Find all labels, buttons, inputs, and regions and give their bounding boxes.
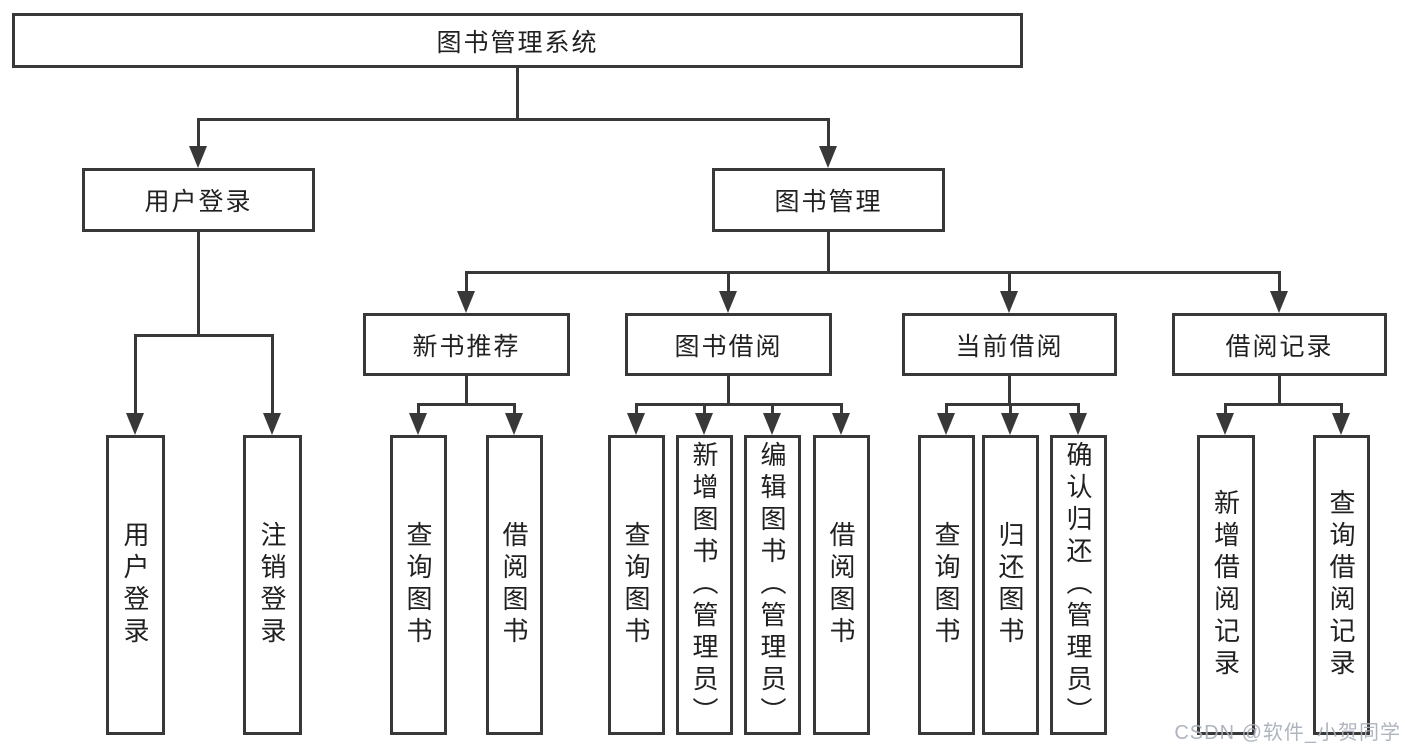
connector-line	[827, 118, 830, 148]
leaf-current-return-books-label: 归还图书	[995, 521, 1025, 649]
connector-line	[1077, 403, 1080, 417]
connector-line	[1224, 403, 1227, 417]
connector-line	[635, 403, 638, 417]
leaf-newbook-borrow-books-label: 借阅图书	[499, 521, 529, 649]
connector-line	[945, 403, 948, 417]
arrowhead-down-icon	[409, 413, 427, 435]
leaf-borrow-borrow-books-label: 借阅图书	[826, 521, 856, 649]
connector-line	[1009, 403, 1012, 417]
leaf-newbook-borrow-books-box: 借阅图书	[486, 435, 543, 735]
arrowhead-down-icon	[505, 413, 523, 435]
arrowhead-down-icon	[126, 413, 144, 435]
connector-line	[197, 118, 830, 121]
current-borrowing-label: 当前借阅	[955, 332, 1064, 361]
arrowhead-down-icon	[1000, 291, 1018, 313]
connector-line	[465, 376, 468, 406]
arrowhead-down-icon	[819, 146, 837, 168]
connector-line	[727, 376, 730, 406]
leaf-records-add-record-box: 新增借阅记录	[1197, 435, 1255, 735]
arrowhead-down-icon	[627, 413, 645, 435]
connector-line	[516, 68, 519, 121]
arrowhead-down-icon	[1001, 413, 1019, 435]
current-borrowing-box: 当前借阅	[902, 313, 1117, 376]
leaf-current-return-books-box: 归还图书	[982, 435, 1039, 735]
arrowhead-down-icon	[695, 413, 713, 435]
new-book-recommend-box: 新书推荐	[363, 313, 570, 376]
connector-line	[513, 403, 516, 417]
connector-line	[1008, 376, 1011, 406]
connector-line	[465, 271, 468, 295]
arrowhead-down-icon	[1069, 413, 1087, 435]
leaf-borrow-query-books-label: 查询图书	[621, 521, 651, 649]
arrowhead-down-icon	[719, 291, 737, 313]
connector-line	[1008, 271, 1011, 295]
user-login-label: 用户登录	[144, 188, 253, 216]
leaf-borrow-borrow-books-box: 借阅图书	[813, 435, 870, 735]
arrowhead-down-icon	[1332, 413, 1350, 435]
leaf-logout-label: 注销登录	[257, 521, 287, 649]
book-management-box: 图书管理	[712, 168, 945, 232]
connector-line	[417, 403, 516, 406]
connector-line	[945, 403, 1080, 406]
connector-line	[271, 334, 274, 416]
connector-line	[1224, 403, 1343, 406]
connector-line	[727, 271, 730, 295]
arrowhead-down-icon	[457, 291, 475, 313]
book-management-label: 图书管理	[774, 188, 883, 216]
borrowing-records-box: 借阅记录	[1172, 313, 1387, 376]
connector-line	[197, 118, 200, 148]
leaf-current-confirm-return-admin-box: 确认归还（管理员）	[1050, 435, 1107, 735]
arrowhead-down-icon	[937, 413, 955, 435]
watermark-text: CSDN @软件_小贺同学	[1174, 722, 1401, 744]
arrowhead-down-icon	[263, 413, 281, 435]
arrowhead-down-icon	[189, 146, 207, 168]
root-label: 图书管理系统	[436, 28, 599, 57]
leaf-borrow-add-books-admin-label: 新增图书（管理员）	[689, 441, 719, 729]
connector-line	[465, 271, 1281, 274]
connector-line	[134, 334, 274, 337]
book-borrowing-box: 图书借阅	[625, 313, 832, 376]
connector-line	[703, 403, 706, 417]
leaf-user-login-label: 用户登录	[120, 521, 150, 649]
leaf-user-login-box: 用户登录	[106, 435, 165, 735]
leaf-records-add-record-label: 新增借阅记录	[1210, 489, 1241, 681]
leaf-records-query-record-box: 查询借阅记录	[1313, 435, 1370, 735]
connector-line	[134, 334, 137, 416]
connector-line	[1340, 403, 1343, 417]
leaf-borrow-edit-books-admin-box: 编辑图书（管理员）	[744, 435, 801, 735]
leaf-current-query-books-label: 查询图书	[931, 521, 961, 649]
leaf-records-query-record-label: 查询借阅记录	[1326, 489, 1356, 681]
connector-line	[1278, 271, 1281, 295]
leaf-current-query-books-box: 查询图书	[918, 435, 975, 735]
book-borrowing-label: 图书借阅	[674, 332, 783, 361]
connector-line	[417, 403, 420, 417]
connector-line	[197, 232, 200, 336]
arrowhead-down-icon	[1216, 413, 1234, 435]
connector-line	[840, 403, 843, 417]
leaf-current-confirm-return-admin-label: 确认归还（管理员）	[1063, 441, 1093, 729]
arrowhead-down-icon	[1270, 291, 1288, 313]
root-box: 图书管理系统	[12, 13, 1023, 68]
leaf-borrow-add-books-admin-box: 新增图书（管理员）	[676, 435, 733, 735]
leaf-borrow-edit-books-admin-label: 编辑图书（管理员）	[757, 441, 787, 729]
connector-line	[1278, 376, 1281, 406]
leaf-newbook-query-books-box: 查询图书	[390, 435, 447, 735]
leaf-newbook-query-books-label: 查询图书	[403, 521, 433, 649]
leaf-borrow-query-books-box: 查询图书	[608, 435, 665, 735]
connector-line	[771, 403, 774, 417]
connector-line	[827, 232, 830, 274]
new-book-recommend-label: 新书推荐	[412, 332, 521, 361]
borrowing-records-label: 借阅记录	[1225, 332, 1334, 361]
arrowhead-down-icon	[832, 413, 850, 435]
user-login-box: 用户登录	[82, 168, 315, 232]
leaf-logout-box: 注销登录	[243, 435, 302, 735]
connector-line	[635, 403, 843, 406]
arrowhead-down-icon	[763, 413, 781, 435]
